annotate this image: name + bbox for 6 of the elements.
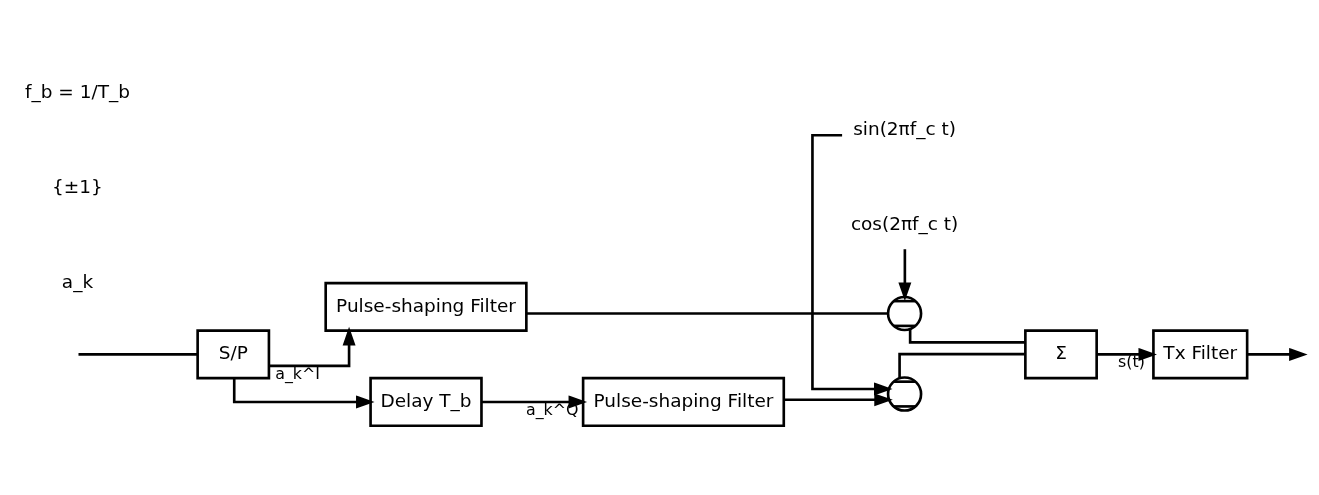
node-text: cos(2πf_c t) (850, 212, 959, 234)
node-text: sin(2πf_c t) (853, 117, 956, 139)
label: a_k (61, 271, 94, 293)
label: f_b = 1/T_b (25, 80, 130, 102)
edge-label: a_k^I (275, 363, 320, 383)
label: {±1} (52, 175, 103, 197)
